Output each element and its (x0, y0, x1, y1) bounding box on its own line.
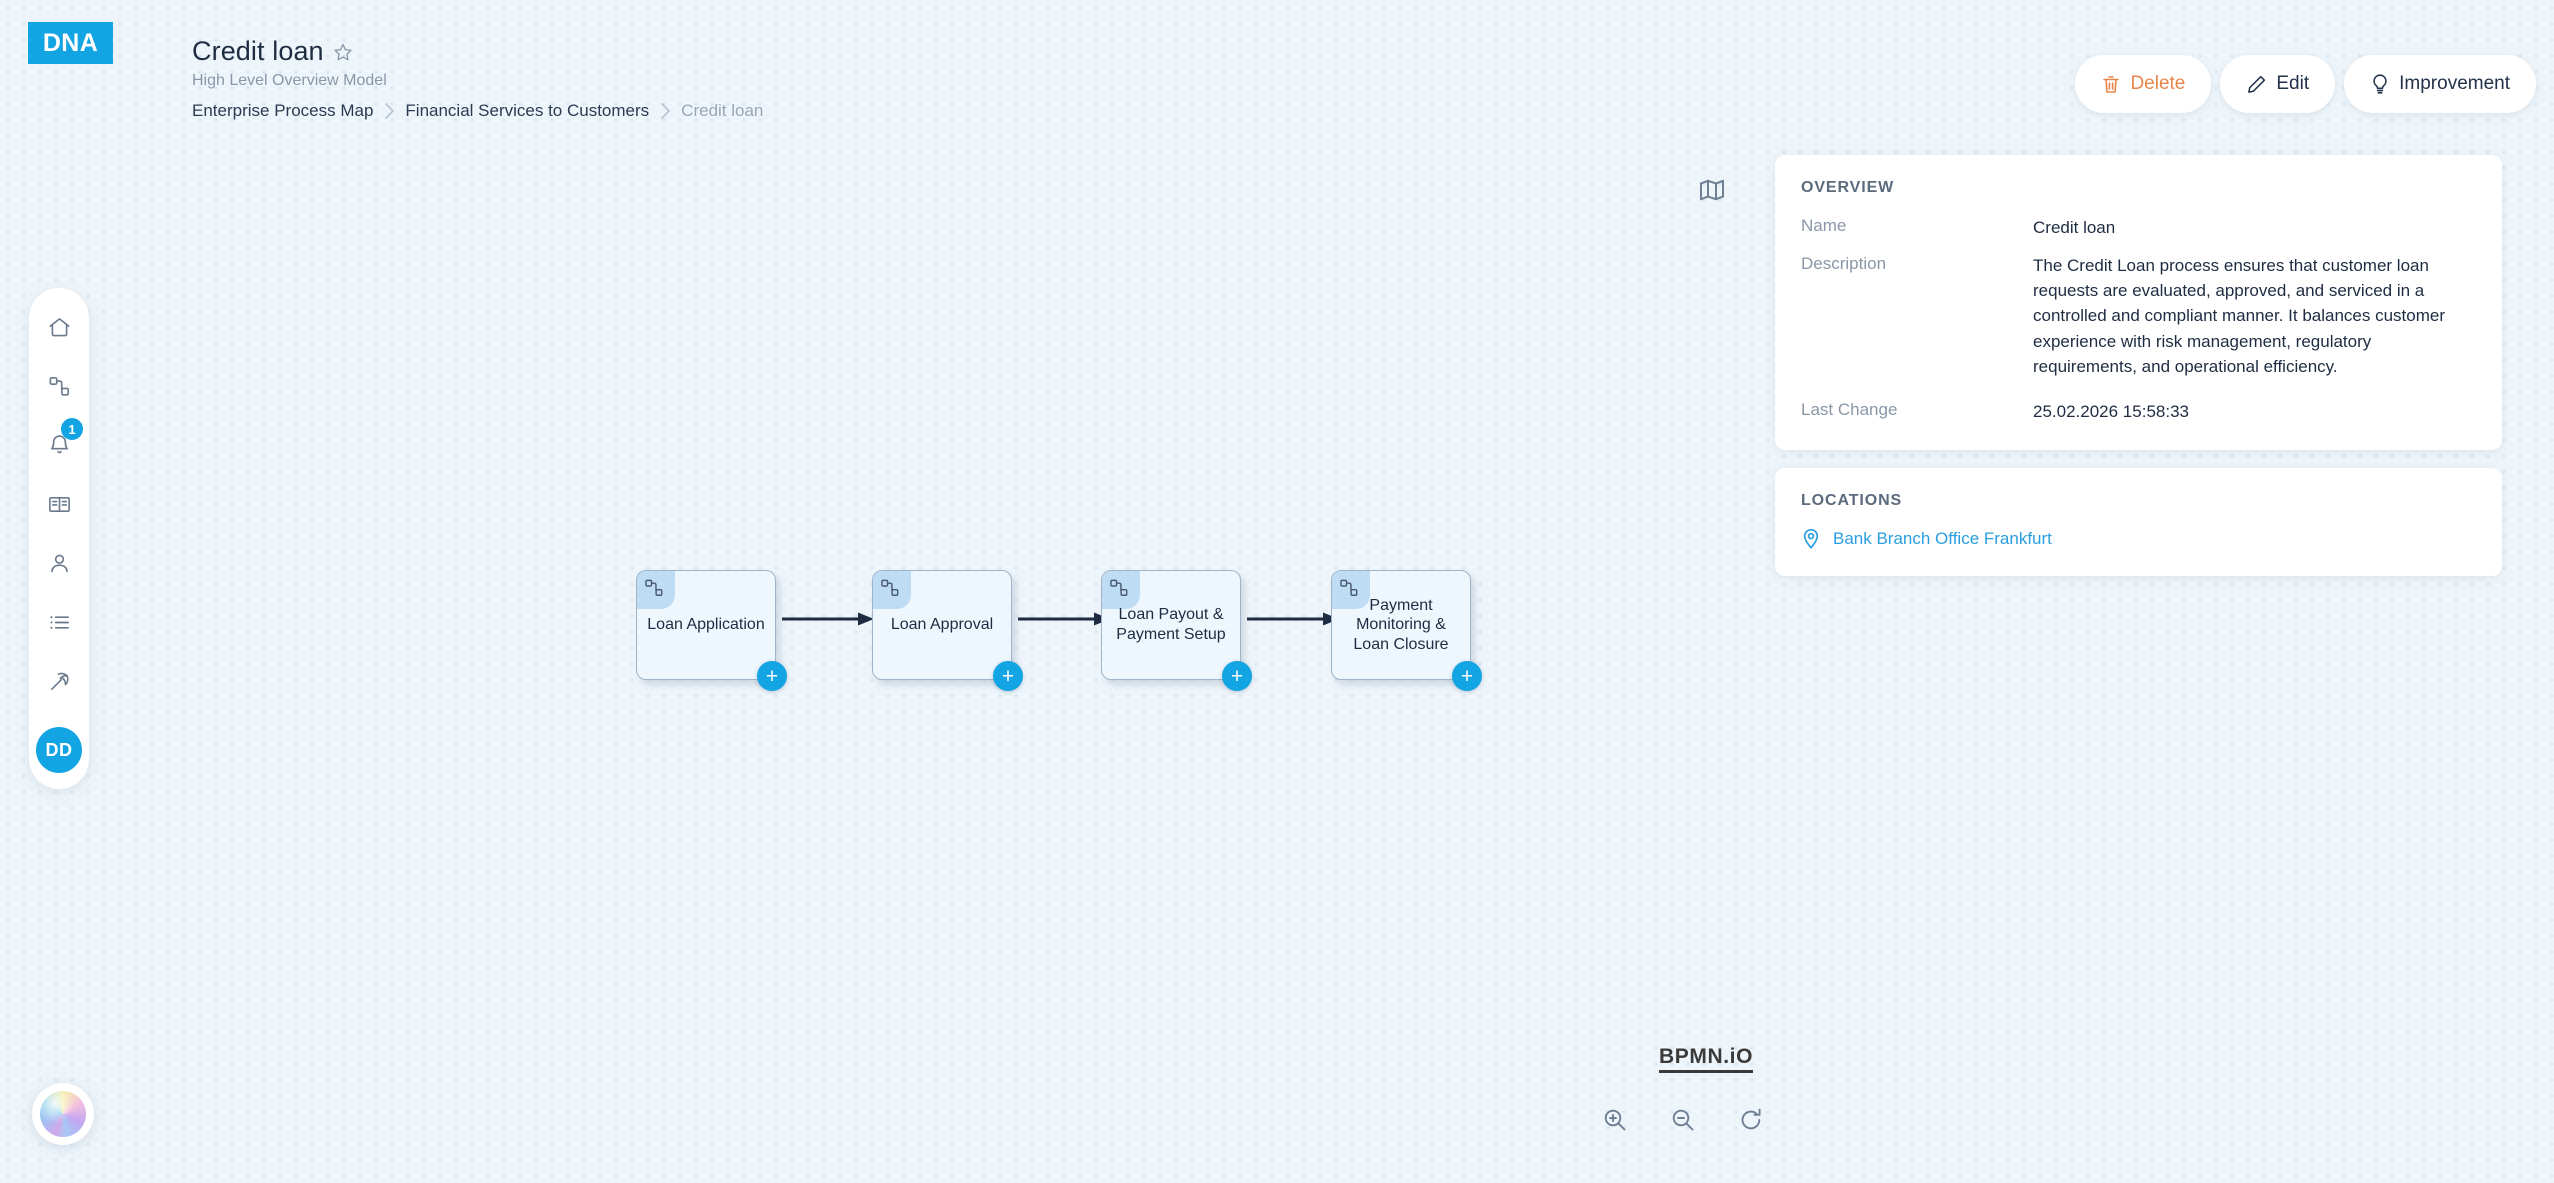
process-chain-icon (637, 571, 675, 609)
overview-card: OVERVIEW Name Credit loan Description Th… (1775, 155, 2502, 451)
map-pin-icon (1801, 528, 1821, 550)
zoom-controls (1600, 1105, 1766, 1135)
chevron-right-icon-2 (659, 102, 671, 120)
zoom-in-icon (1602, 1107, 1628, 1133)
edit-button[interactable]: Edit (2220, 55, 2336, 113)
expand-node-button[interactable]: + (1452, 661, 1482, 691)
details-panel: OVERVIEW Name Credit loan Description Th… (1775, 155, 2502, 577)
field-label: Description (1801, 254, 1887, 274)
sidebar-item-home[interactable] (39, 310, 79, 344)
field-value: Credit loan (2033, 218, 2116, 237)
list-icon (47, 610, 72, 635)
sidebar-item-profile[interactable] (39, 546, 79, 580)
locations-card: LOCATIONS Bank Branch Office Frankfurt (1775, 468, 2502, 577)
delete-button[interactable]: Delete (2075, 55, 2212, 113)
field-value: 25.02.2026 15:58:33 (2033, 401, 2189, 421)
avatar[interactable]: DD (36, 727, 82, 773)
field-label: Last Change (1801, 399, 1898, 419)
zoom-in-button[interactable] (1600, 1105, 1630, 1135)
field-label: Name (1801, 216, 1847, 235)
left-nav-rail: 1 (29, 288, 89, 789)
breadcrumb: Enterprise Process Map Financial Service… (192, 101, 763, 121)
favorite-star-icon[interactable] (333, 42, 353, 62)
home-icon (47, 315, 72, 340)
process-node[interactable]: Payment Monitoring & Loan Closure + (1331, 570, 1482, 691)
expand-node-button[interactable]: + (1222, 661, 1252, 691)
title-row: Credit loan (192, 36, 763, 67)
overview-field-description: Description The Credit Loan process ensu… (1801, 253, 2476, 379)
reset-zoom-button[interactable] (1736, 1105, 1766, 1135)
page-title: Credit loan (192, 36, 324, 66)
sequence-flow (782, 612, 874, 626)
header-block: Credit loan High Level Overview Model En… (192, 36, 763, 121)
brand-logo-text: DNA (42, 28, 99, 57)
process-node-label: Payment Monitoring & Loan Closure (1353, 596, 1449, 653)
expand-node-button[interactable]: + (993, 661, 1023, 691)
sidebar-item-process-mining[interactable] (39, 664, 79, 698)
sequence-flow (1018, 612, 1110, 626)
edit-button-label: Edit (2276, 73, 2310, 94)
ai-orb-icon (40, 1091, 86, 1137)
process-node-label: Loan Approval (890, 616, 994, 634)
process-chain-icon (47, 374, 72, 399)
improvement-button[interactable]: Improvement (2344, 55, 2536, 113)
overview-field-name: Name Credit loan (1801, 215, 2476, 240)
process-node[interactable]: Loan Payout & Payment Setup + (1101, 570, 1252, 691)
pencil-icon (2246, 74, 2267, 95)
overview-field-last-change: Last Change 25.02.2026 15:58:33 (1801, 399, 2476, 424)
sidebar-item-glossary[interactable] (39, 487, 79, 521)
chevron-right-icon (383, 102, 395, 120)
bell-icon (47, 433, 72, 458)
process-node[interactable]: Loan Application + (636, 570, 787, 691)
bpmn-watermark: BPMN.iO (1659, 1045, 1754, 1074)
map-icon (1698, 176, 1726, 209)
lightbulb-icon (2370, 73, 2390, 95)
trash-icon (2101, 74, 2121, 95)
field-value: The Credit Loan process ensures that cus… (2033, 256, 2446, 376)
sidebar-item-notifications[interactable]: 1 (39, 418, 83, 462)
delete-button-label: Delete (2130, 73, 2186, 94)
sidebar-item-list[interactable] (39, 605, 79, 639)
page-subtitle: High Level Overview Model (192, 72, 387, 89)
process-node-label: Loan Payout & Payment Setup (1116, 606, 1226, 643)
process-chain-icon (1332, 571, 1370, 609)
locations-card-title: LOCATIONS (1801, 492, 1903, 510)
process-chain-icon (1102, 571, 1140, 609)
breadcrumb-item-0[interactable]: Enterprise Process Map (192, 101, 374, 120)
ai-assistant-button[interactable] (32, 1083, 94, 1145)
zoom-out-button[interactable] (1668, 1105, 1698, 1135)
book-icon (47, 492, 72, 517)
person-icon (47, 551, 72, 576)
minimap-toggle-button[interactable] (1692, 172, 1732, 212)
expand-node-button[interactable]: + (757, 661, 787, 691)
sequence-flow (1247, 612, 1339, 626)
improvement-button-label: Improvement (2399, 73, 2510, 94)
process-node[interactable]: Loan Approval + (872, 570, 1023, 691)
reset-icon (1738, 1107, 1764, 1133)
header-actions: Delete Edit Improvement (2075, 55, 2536, 113)
pickaxe-icon (47, 669, 72, 694)
overview-card-title: OVERVIEW (1801, 179, 1895, 196)
bpmn-canvas[interactable]: Loan Application + Loan Approval + (0, 0, 1760, 1183)
brand-logo[interactable]: DNA (28, 22, 113, 64)
notification-badge: 1 (61, 418, 83, 440)
zoom-out-icon (1670, 1107, 1696, 1133)
breadcrumb-item-2: Credit loan (681, 101, 764, 120)
location-item-label: Bank Branch Office Frankfurt (1833, 529, 2052, 549)
process-node-label: Loan Application (647, 616, 765, 634)
process-chain-icon (873, 571, 911, 609)
location-item[interactable]: Bank Branch Office Frankfurt (1801, 528, 2476, 550)
breadcrumb-item-1[interactable]: Financial Services to Customers (405, 101, 650, 120)
sidebar-item-processes[interactable] (39, 369, 79, 403)
